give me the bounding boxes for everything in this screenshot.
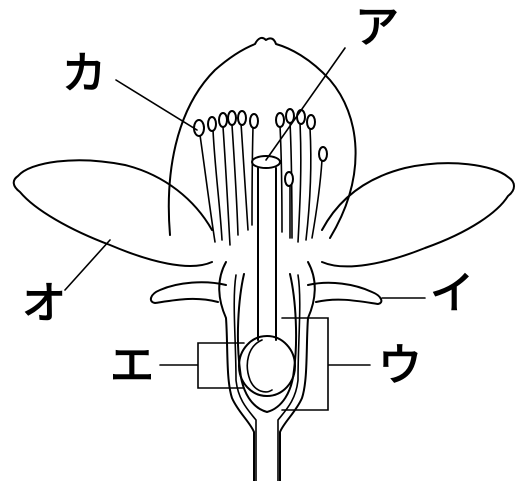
sepal-right [308,283,381,304]
label-i: イ [430,272,474,316]
petal-right [322,163,514,266]
anther [276,113,284,127]
receptacle-inner [234,275,300,481]
anther [307,115,315,129]
anther [228,111,236,125]
anther [219,113,227,127]
stamens-right [276,109,327,242]
receptacle [219,262,315,481]
leader-line-a [266,48,345,160]
label-o: オ [22,282,66,326]
pistil-style [258,168,276,340]
anther [194,120,204,136]
leader-line-o [65,240,110,290]
anther [319,147,327,161]
anther [250,114,258,128]
label-a: ア [355,6,399,50]
sepal-left [151,282,226,303]
anther [297,110,305,124]
anther [208,117,216,131]
ovule-inner [247,340,272,392]
stigma [252,156,280,168]
stamens-left [194,111,258,245]
label-ka: カ [62,52,106,96]
label-u: ウ [378,344,422,388]
bracket-e [160,343,244,388]
anther [285,172,293,186]
anther [238,111,246,125]
leader-line-ka [116,80,197,130]
petal-left [14,160,212,266]
label-e: エ [110,344,154,388]
